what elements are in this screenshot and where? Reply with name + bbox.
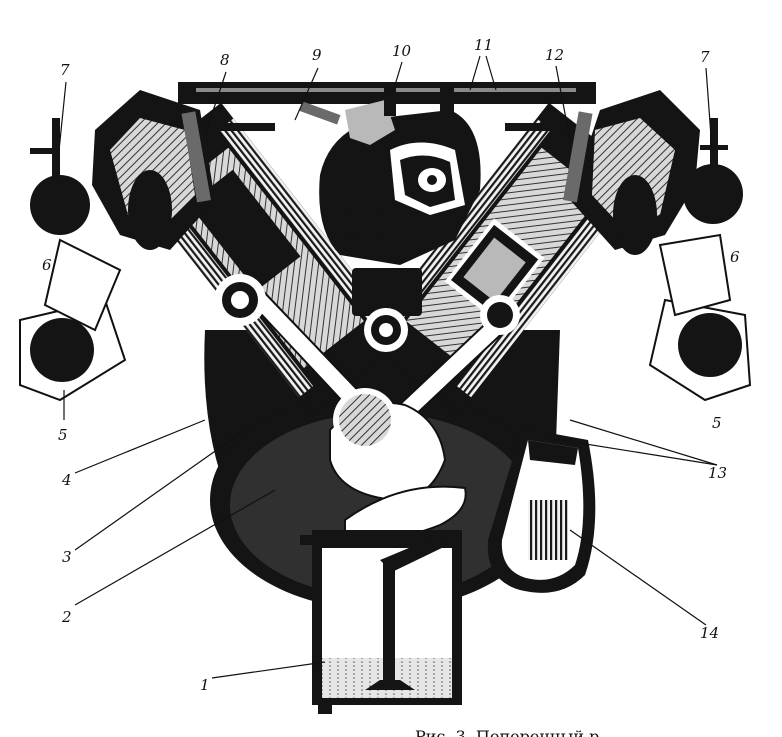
callout-5-left: 5 — [58, 426, 68, 444]
callouts: 1 2 3 4 5 5 6 6 7 7 8 9 10 11 12 13 14 — [42, 36, 740, 694]
right-cylinder-head — [570, 90, 700, 255]
figure-caption: Рис. 3. Поперечный р — [415, 727, 599, 737]
exhaust-manifold-right — [648, 233, 752, 402]
camshaft — [352, 268, 422, 352]
callout-5-right: 5 — [712, 414, 722, 432]
injectors — [181, 101, 593, 203]
left-cylinder-head — [92, 90, 215, 250]
callout-11: 11 — [474, 36, 493, 54]
callout-8: 8 — [220, 51, 230, 69]
callout-10: 10 — [392, 42, 412, 60]
connecting-rods — [214, 274, 520, 422]
oil-pan — [300, 530, 462, 714]
callout-14: 14 — [700, 624, 719, 642]
callout-6-left: 6 — [42, 256, 52, 274]
callout-9: 9 — [312, 46, 322, 64]
callout-12: 12 — [545, 46, 564, 64]
exhaust-manifold-left — [19, 238, 127, 402]
callout-7-left: 7 — [60, 61, 70, 79]
crankshaft — [329, 388, 467, 540]
leader-lines — [55, 55, 718, 679]
callout-7-right: 7 — [700, 48, 710, 66]
callout-3: 3 — [62, 548, 72, 566]
callout-4: 4 — [61, 471, 72, 489]
callout-1: 1 — [200, 676, 210, 694]
callout-6-right: 6 — [730, 248, 740, 266]
fuel-pump — [319, 86, 481, 265]
intake-spheres — [30, 118, 743, 235]
callout-2: 2 — [61, 608, 72, 626]
oil-filter — [487, 428, 596, 593]
callout-13: 13 — [708, 464, 727, 482]
